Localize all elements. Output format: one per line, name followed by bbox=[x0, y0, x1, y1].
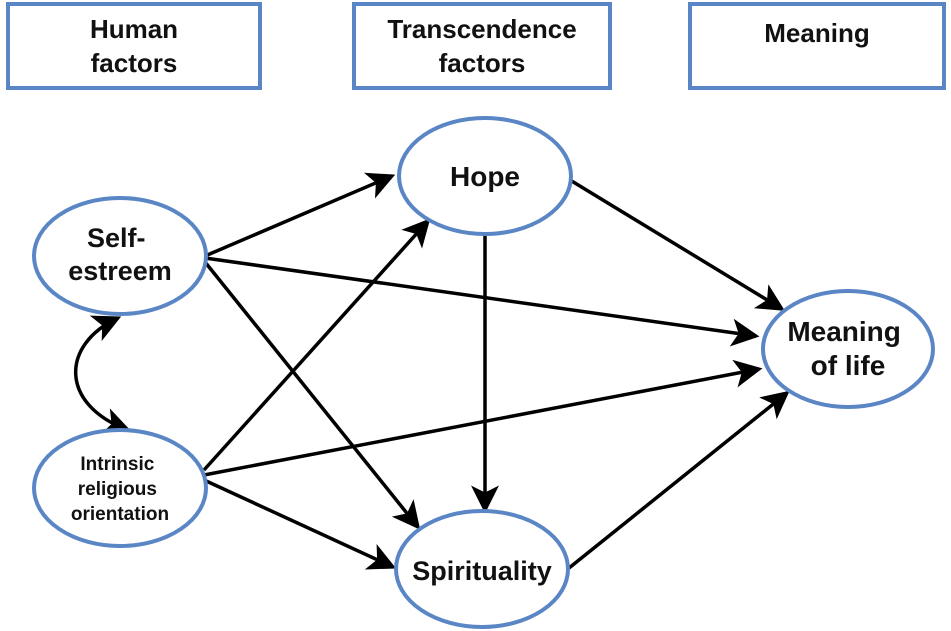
edge-covariance-self-esteem-intrinsic bbox=[73, 315, 132, 435]
edge-self-esteem-to-spirituality bbox=[203, 260, 421, 530]
hope-label-line-1: Hope bbox=[450, 161, 520, 192]
edges bbox=[73, 172, 790, 570]
spirituality-label-line-1: Spirituality bbox=[412, 556, 552, 586]
edge-self-esteem-to-hope bbox=[204, 172, 396, 258]
edge-intrinsic-to-meaning bbox=[203, 359, 763, 477]
self-esteem-label-line-1: Self- bbox=[87, 223, 146, 253]
meaning-of-life-ellipse bbox=[761, 289, 935, 409]
meaning-of-life-label-line-2: of life bbox=[811, 350, 886, 381]
hope-ellipse bbox=[397, 116, 573, 236]
self-esteem-label: Self- estreem bbox=[68, 223, 172, 286]
edge-self-esteem-to-meaning bbox=[204, 256, 760, 347]
header-meaning-label: Meaning bbox=[764, 18, 870, 48]
edge-intrinsic-to-spirituality bbox=[203, 478, 397, 570]
header-human-factors: Human factors bbox=[6, 2, 262, 90]
node-meaning-of-life: Meaning of life bbox=[761, 289, 935, 409]
header-transcendence-factors: Transcendence factors bbox=[352, 2, 612, 90]
spirituality-ellipse bbox=[394, 509, 570, 629]
intrinsic-label-line-1: Intrinsic bbox=[80, 454, 154, 475]
intrinsic-ellipse bbox=[32, 428, 208, 548]
intrinsic-label: Intrinsic religious orientation bbox=[71, 454, 169, 525]
node-self-esteem: Self- estreem bbox=[32, 196, 208, 316]
node-intrinsic-religious-orientation: Intrinsic religious orientation bbox=[32, 428, 208, 548]
header-meaning: Meaning bbox=[688, 2, 946, 90]
meaning-of-life-label: Meaning of life bbox=[787, 316, 908, 381]
spirituality-label: Spirituality bbox=[412, 556, 552, 586]
intrinsic-label-line-2: religious bbox=[78, 479, 157, 500]
edge-intrinsic-to-hope bbox=[202, 218, 431, 472]
self-esteem-label-line-2: estreem bbox=[68, 256, 172, 286]
node-hope: Hope bbox=[397, 116, 573, 236]
edge-spirituality-to-meaning bbox=[567, 390, 790, 570]
header-human-factors-label: Human factors bbox=[89, 14, 179, 78]
intrinsic-label-line-3: orientation bbox=[71, 504, 169, 525]
self-esteem-ellipse bbox=[32, 196, 208, 316]
meaning-of-life-label-line-1: Meaning bbox=[787, 316, 901, 347]
edge-hope-to-meaning bbox=[569, 178, 785, 311]
header-transcendence-factors-label: Transcendence factors bbox=[387, 14, 577, 78]
node-spirituality: Spirituality bbox=[394, 509, 570, 629]
hope-label: Hope bbox=[450, 161, 520, 192]
